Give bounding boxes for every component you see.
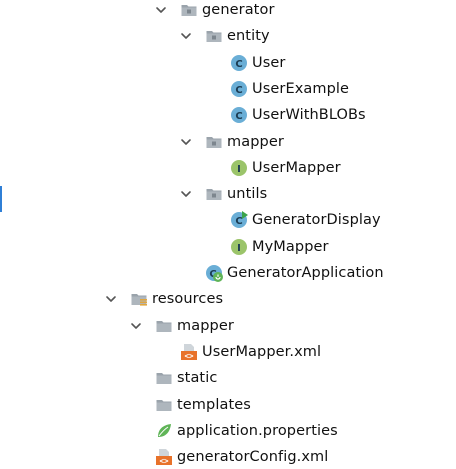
package-folder-icon <box>205 27 223 45</box>
svg-text:C: C <box>209 269 216 280</box>
tree-node-label: MyMapper <box>252 238 329 255</box>
tree-node-resources[interactable]: resources <box>0 286 456 312</box>
chevron-down-icon[interactable] <box>103 286 119 312</box>
package-folder-icon <box>205 185 223 203</box>
tree-node-label: GeneratorDisplay <box>252 212 381 229</box>
tree-node-my-mapper[interactable]: I MyMapper <box>0 234 456 260</box>
chevron-down-icon[interactable] <box>178 129 194 155</box>
tree-node-label: GeneratorApplication <box>227 265 384 281</box>
svg-text:<>: <> <box>184 351 194 360</box>
chevron-down-icon[interactable] <box>128 313 144 339</box>
interface-icon: I <box>230 159 248 177</box>
resources-folder-icon <box>130 290 148 308</box>
tree-node-mapper-pkg[interactable]: mapper <box>0 129 456 155</box>
svg-text:C: C <box>235 216 242 227</box>
tree-node-label: untils <box>227 186 268 203</box>
chevron-down-icon[interactable] <box>178 181 194 207</box>
tree-node-label: User <box>252 54 286 71</box>
package-folder-icon <box>180 1 198 19</box>
class-icon: C <box>230 54 248 72</box>
tree-node-untils[interactable]: untils <box>0 181 456 207</box>
tree-node-label: mapper <box>227 133 284 150</box>
xml-file-icon: <> <box>180 343 198 361</box>
tree-node-templates[interactable]: templates <box>0 392 456 418</box>
tree-node-label: UserMapper <box>252 159 341 176</box>
package-folder-icon <box>205 133 223 151</box>
tree-node-user-mapper[interactable]: I UserMapper <box>0 155 456 181</box>
tree-node-user-example[interactable]: C UserExample <box>0 76 456 102</box>
chevron-down-icon[interactable] <box>178 23 194 49</box>
spring-properties-icon <box>155 422 173 440</box>
svg-text:<>: <> <box>159 457 169 466</box>
svg-text:I: I <box>237 243 241 254</box>
spring-boot-class-icon: C <box>205 264 223 282</box>
folder-icon <box>155 317 173 335</box>
tree-node-user-with-blobs[interactable]: C UserWithBLOBs <box>0 102 456 128</box>
tree-node-generator-application[interactable]: C GeneratorApplication <box>0 260 456 286</box>
selection-marker <box>0 186 2 212</box>
tree-node-label: templates <box>177 396 251 413</box>
tree-node-label: UserWithBLOBs <box>252 107 366 124</box>
tree-node-label: mapper <box>177 317 234 334</box>
tree-node-generator-display[interactable]: C GeneratorDisplay <box>0 207 456 233</box>
interface-icon: I <box>230 238 248 256</box>
tree-node-user[interactable]: C User <box>0 50 456 76</box>
tree-node-generator[interactable]: generator <box>0 0 456 23</box>
tree-node-mapper-res[interactable]: mapper <box>0 313 456 339</box>
xml-file-icon: <> <box>155 448 173 466</box>
svg-text:C: C <box>235 85 242 96</box>
tree-node-application-properties[interactable]: application.properties <box>0 418 456 444</box>
tree-node-label: generator <box>202 2 275 18</box>
folder-icon <box>155 369 173 387</box>
runnable-class-icon: C <box>230 211 248 229</box>
tree-node-label: application.properties <box>177 422 338 439</box>
tree-node-static[interactable]: static <box>0 365 456 391</box>
tree-node-generator-config-xml[interactable]: <> generatorConfig.xml <box>0 444 456 469</box>
tree-node-label: entity <box>227 28 270 45</box>
svg-text:C: C <box>235 111 242 122</box>
tree-node-label: UserMapper.xml <box>202 343 322 360</box>
tree-node-label: generatorConfig.xml <box>177 449 329 466</box>
class-icon: C <box>230 80 248 98</box>
folder-icon <box>155 396 173 414</box>
tree-node-label: static <box>177 370 218 387</box>
tree-node-label: UserExample <box>252 80 350 97</box>
tree-node-user-mapper-xml[interactable]: <> UserMapper.xml <box>0 339 456 365</box>
class-icon: C <box>230 106 248 124</box>
svg-text:I: I <box>237 164 241 175</box>
chevron-down-icon[interactable] <box>153 0 169 23</box>
tree-node-entity[interactable]: entity <box>0 23 456 49</box>
svg-text:C: C <box>235 59 242 70</box>
tree-node-label: resources <box>152 291 224 308</box>
